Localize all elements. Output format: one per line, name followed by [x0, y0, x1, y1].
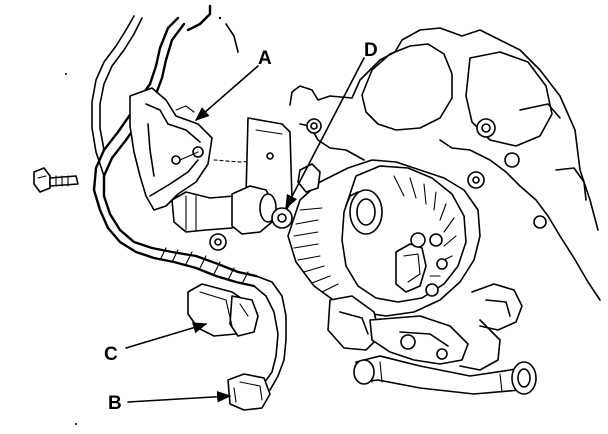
harness-bracket	[129, 87, 273, 211]
callout-b: B	[108, 391, 232, 414]
engine-block	[289, 27, 601, 301]
bolt	[33, 167, 79, 193]
leader-a	[194, 65, 259, 121]
connector-b	[227, 373, 271, 411]
leader-d	[285, 57, 365, 210]
label-d: D	[364, 40, 378, 61]
callout-c: C	[104, 322, 208, 365]
label-b: B	[108, 393, 122, 414]
label-a: A	[258, 48, 272, 69]
callout-a: A	[194, 48, 272, 121]
leader-b	[127, 391, 232, 403]
wire-harness	[91, 4, 287, 391]
label-c: C	[104, 344, 118, 365]
callout-d: D	[285, 40, 378, 210]
alternator	[287, 118, 523, 371]
terminal-boot	[171, 185, 293, 251]
connector-c	[187, 283, 259, 337]
lower-hose	[353, 355, 537, 395]
leader-c	[125, 322, 208, 349]
